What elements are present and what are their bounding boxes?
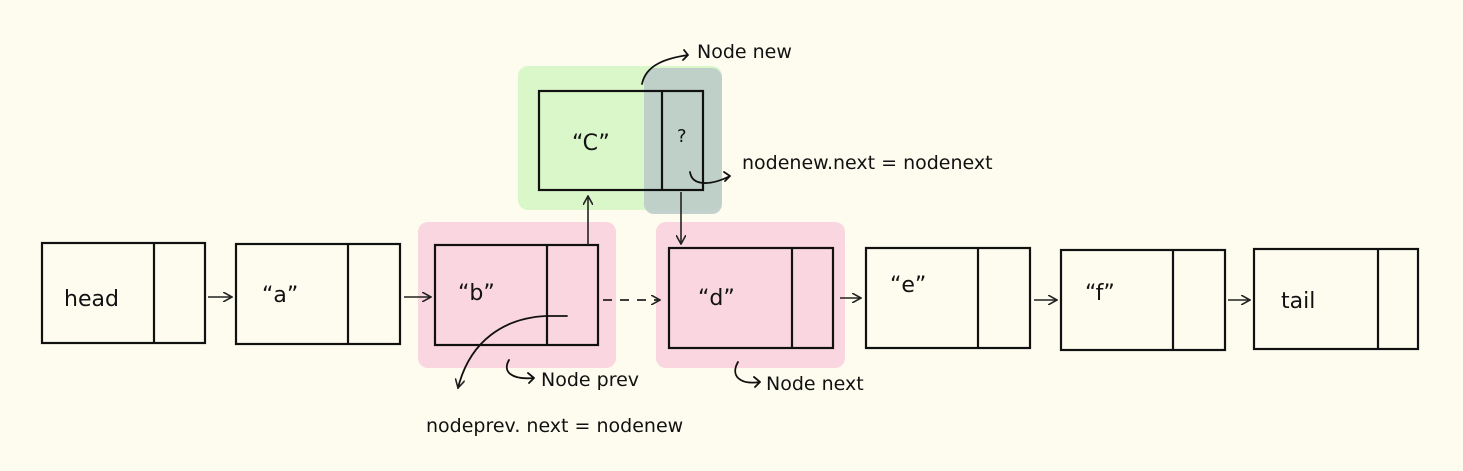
node-a-label: “a”	[262, 283, 298, 308]
node-tail: tail	[1252, 247, 1420, 351]
curl-node-next	[734, 361, 761, 388]
node-f: “f”	[1059, 248, 1227, 352]
label-node-next: Node next	[766, 373, 864, 395]
node-new: “C” ?	[537, 89, 705, 192]
label-node-prev: Node prev	[541, 369, 639, 391]
curl-node-new-next	[689, 171, 731, 184]
node-d: “d”	[667, 246, 835, 350]
node-a: “a”	[234, 242, 402, 346]
label-node-new-next-assign: nodenew.next = nodenext	[742, 152, 993, 174]
node-new-pointer-label: ?	[677, 126, 687, 147]
node-head-label: head	[64, 287, 119, 312]
node-e: “e”	[864, 246, 1032, 350]
node-e-label: “e”	[890, 273, 926, 298]
label-prev-next-assign: nodeprev. next = nodenew	[426, 415, 683, 437]
curl-node-prev	[505, 359, 535, 384]
label-node-new: Node new	[697, 41, 792, 63]
node-new-label: “C”	[572, 131, 610, 156]
node-b-label: “b”	[458, 281, 495, 306]
node-f-label: “f”	[1085, 281, 1115, 306]
node-b: “b”	[433, 243, 600, 347]
arrow-prev-next-assignment	[458, 315, 568, 388]
node-head: head	[40, 241, 207, 345]
node-tail-label: tail	[1281, 289, 1315, 314]
highlight-prev-node	[418, 222, 616, 368]
curl-node-new	[641, 49, 689, 85]
node-d-label: “d”	[698, 286, 735, 311]
highlight-next-node	[656, 222, 845, 368]
